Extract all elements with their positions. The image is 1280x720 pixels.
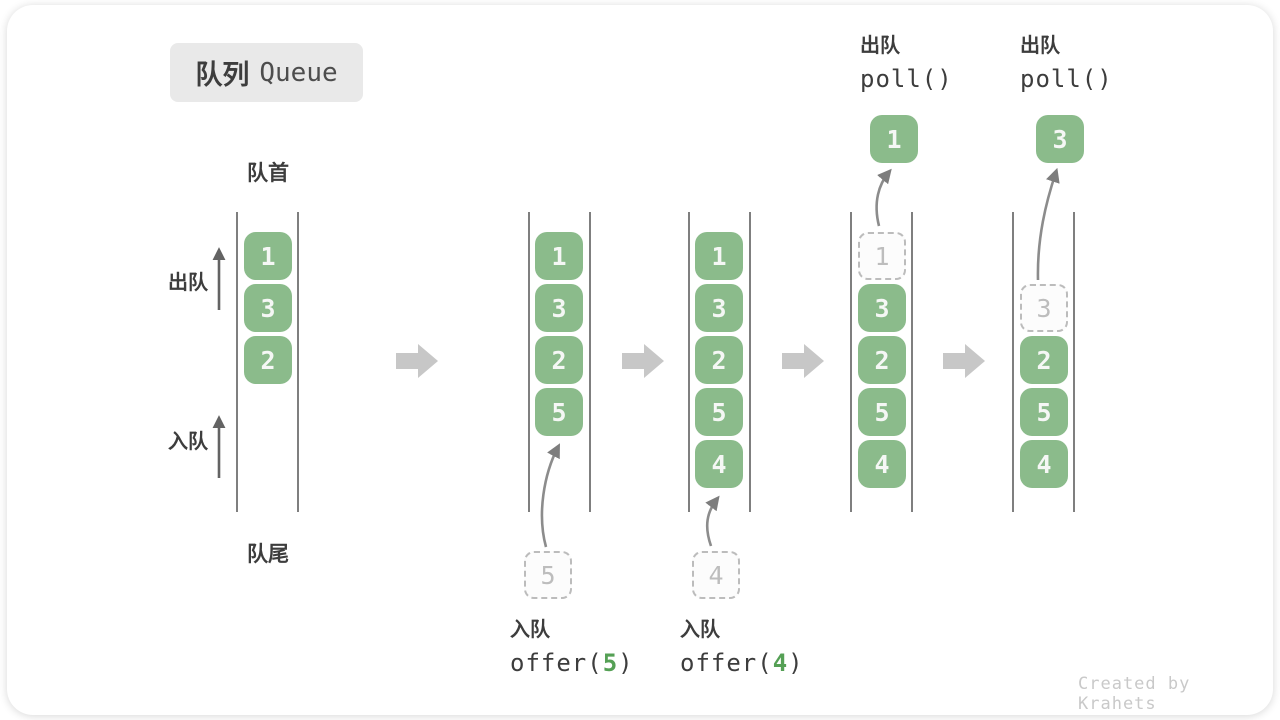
dequeue-side-label: 出队 [168, 272, 208, 294]
title-zh: 队列 [195, 60, 250, 90]
op-dequeue-1-code: poll() [860, 65, 953, 93]
op-dequeue-3-zh: 出队 [1020, 35, 1060, 57]
queue-rear-label: 队尾 [247, 543, 289, 566]
op-label-dequeue-1: 出队 poll() [860, 31, 953, 97]
op-enqueue-4-code: offer(4) [680, 649, 804, 677]
enqueue-side-label: 入队 [168, 431, 208, 453]
watermark: Created by Krahets [1078, 674, 1191, 714]
op-label-enqueue-5: 入队 offer(5) [510, 615, 634, 681]
title-en: Queue [259, 57, 338, 88]
removed-dequeue-box-1: 1 [870, 115, 918, 163]
op-label-dequeue-3: 出队 poll() [1020, 31, 1113, 97]
pending-enqueue-box-5: 5 [524, 551, 572, 599]
removed-dequeue-box-3: 3 [1036, 115, 1084, 163]
queue-walls [236, 212, 1075, 512]
op-label-enqueue-4: 入队 offer(4) [680, 615, 804, 681]
op-enqueue-5-code: offer(5) [510, 649, 634, 677]
op-enqueue-4-zh: 入队 [680, 619, 720, 641]
dequeue-1-arrow [875, 168, 892, 227]
queue-front-label: 队首 [247, 162, 289, 185]
step-arrow-icon [396, 344, 985, 378]
op-dequeue-3-code: poll() [1020, 65, 1113, 93]
op-enqueue-5-zh: 入队 [510, 619, 550, 641]
title-badge: 队列 Queue [170, 43, 363, 102]
enqueue-5-arrow [540, 443, 560, 548]
enqueue-4-arrow [705, 495, 720, 547]
dequeue-3-arrow [1036, 167, 1060, 281]
pending-enqueue-box-4: 4 [692, 551, 740, 599]
op-dequeue-1-zh: 出队 [860, 35, 900, 57]
